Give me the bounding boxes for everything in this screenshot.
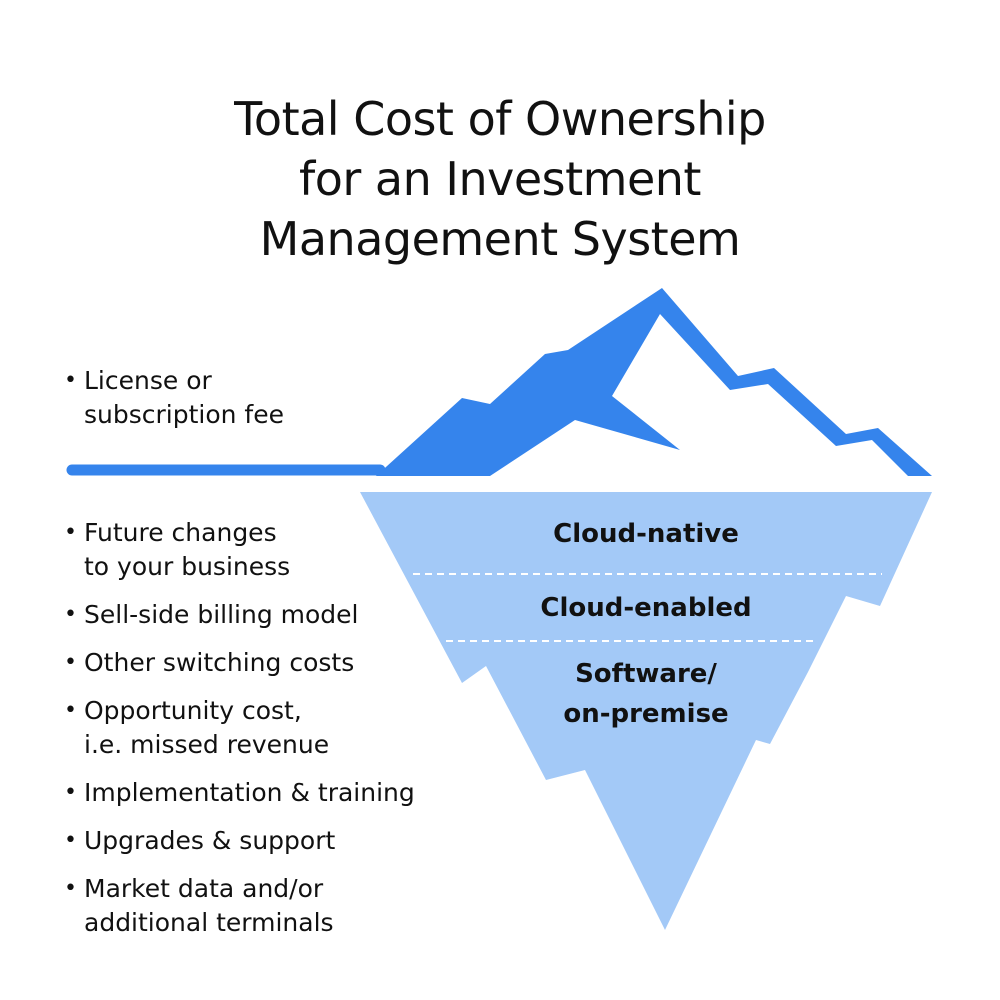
list-item: License or subscription fee [64, 364, 284, 432]
tier-label-line-1: Software/ [575, 659, 717, 689]
list-item-line-1: Opportunity cost, [84, 696, 302, 725]
list-item: Implementation & training [64, 776, 415, 810]
list-item: Future changes to your business [64, 516, 415, 584]
list-item-line-2: subscription fee [84, 400, 284, 429]
list-item: Upgrades & support [64, 824, 415, 858]
list-item: Sell-side billing model [64, 598, 415, 632]
list-item-line-1: Upgrades & support [84, 826, 336, 855]
tier-label-cloud-enabled: Cloud-enabled [540, 593, 752, 623]
title-line-3: Management System [259, 211, 741, 266]
list-item-line-1: Future changes [84, 518, 277, 547]
list-item: Other switching costs [64, 646, 415, 680]
title-line-2: for an Investment [299, 151, 701, 206]
above-water-cost-list: License or subscription fee [64, 364, 284, 446]
list-item-line-1: License or [84, 366, 212, 395]
below-water-cost-list: Future changes to your business Sell-sid… [64, 516, 415, 954]
tier-label-line-2: on-premise [563, 699, 729, 729]
page-title: Total Cost of Ownership for an Investmen… [0, 89, 1000, 269]
list-item-line-2: to your business [84, 552, 291, 581]
tier-label-cloud-native: Cloud-native [553, 519, 739, 549]
list-item-line-1: Sell-side billing model [84, 600, 359, 629]
list-item-line-1: Implementation & training [84, 778, 415, 807]
iceberg-tip-highlight [490, 314, 908, 476]
list-item-line-2: additional terminals [84, 908, 334, 937]
tier-label-software-on-premise: Software/ on-premise [496, 654, 796, 734]
title-line-1: Total Cost of Ownership [234, 91, 766, 146]
list-item: Opportunity cost, i.e. missed revenue [64, 694, 415, 762]
list-item: Market data and/or additional terminals [64, 872, 415, 940]
list-item-line-2: i.e. missed revenue [84, 730, 330, 759]
list-item-line-1: Other switching costs [84, 648, 355, 677]
list-item-line-1: Market data and/or [84, 874, 324, 903]
iceberg-submerged [360, 492, 932, 930]
